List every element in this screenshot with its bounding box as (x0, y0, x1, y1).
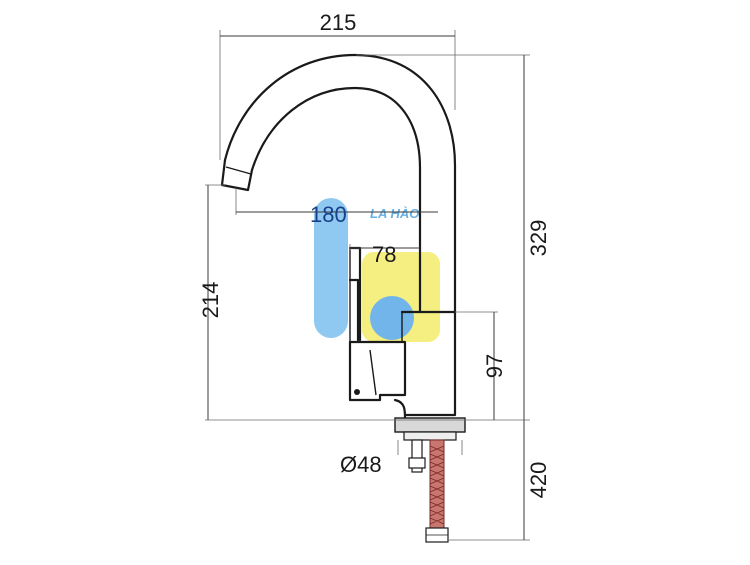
label-spout-reach: 180 (310, 202, 347, 227)
watermark-blue-dot (370, 296, 414, 340)
dimension-lines (205, 30, 530, 541)
label-spout-height: 214 (198, 282, 223, 319)
mounting-stud (411, 439, 423, 473)
faucet-outline (220, 53, 466, 543)
nozzle-ring (225, 166, 252, 175)
stud-nut (408, 457, 426, 469)
watermark-text: LA HÀO (370, 206, 419, 221)
label-overall-width: 215 (320, 10, 357, 35)
handle-cut (369, 349, 377, 396)
watermark-blue-bar (314, 198, 348, 338)
label-base-diameter: Ø48 (340, 452, 382, 477)
handle-block (348, 340, 407, 402)
dimension-labels: 215 180 78 329 214 97 Ø48 420 (198, 10, 551, 498)
base-curve (393, 398, 407, 420)
spout-nozzle (220, 158, 254, 192)
hose-braid (429, 445, 445, 525)
label-hose-length: 420 (526, 462, 551, 499)
body-right (400, 310, 457, 417)
label-overall-height: 329 (526, 220, 551, 257)
base-washer (403, 431, 457, 441)
label-handle-width: 78 (372, 242, 396, 267)
set-screw (354, 389, 360, 395)
handle-lever (348, 278, 360, 342)
label-body-height: 97 (482, 354, 507, 378)
braided-hose (425, 439, 449, 543)
spout-outer (223, 53, 457, 314)
spout-inner (250, 86, 422, 314)
